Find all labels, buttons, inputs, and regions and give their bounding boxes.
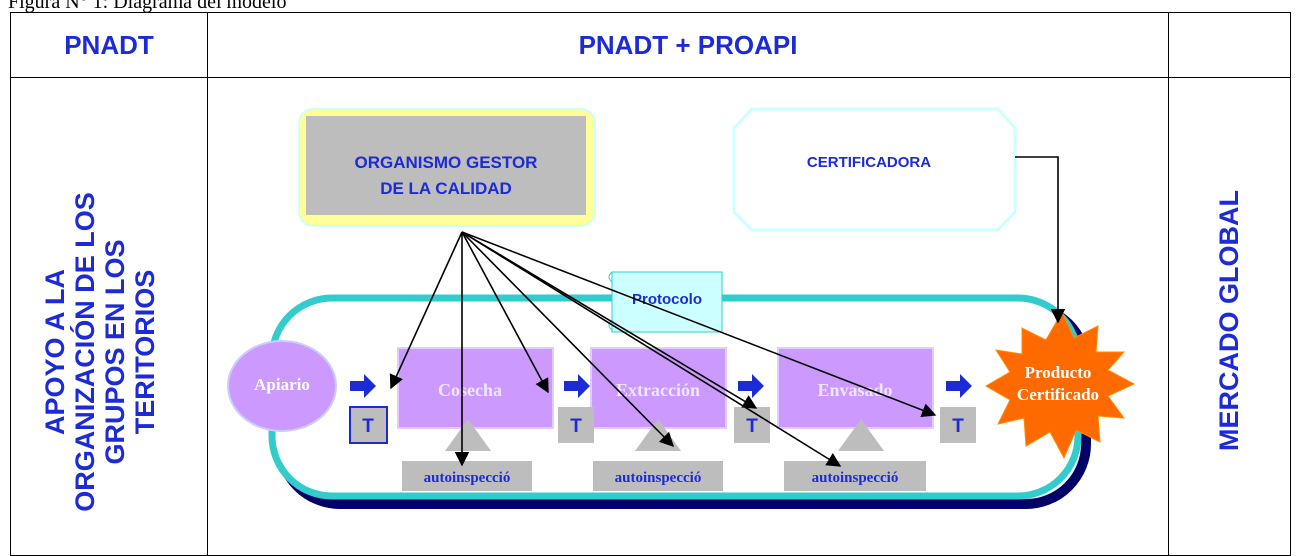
certificadora-label: CERTIFICADORA <box>807 154 931 171</box>
certificadora-connector <box>1015 156 1066 324</box>
t-box-4 <box>940 407 976 443</box>
t-label-3: T <box>746 416 758 437</box>
autoinspeccion-label-3: autoinspecció <box>812 470 899 486</box>
triangle-1 <box>445 419 491 451</box>
cosecha-label: Cosecha <box>438 380 502 400</box>
envasado-box <box>777 347 934 429</box>
certificadora-box <box>732 107 1017 232</box>
extraccion-label: Extracción <box>616 380 700 400</box>
gestor-label-1: ORGANISMO GESTOR <box>355 153 538 172</box>
t-label-4: T <box>952 416 964 437</box>
t-box-3 <box>734 407 770 443</box>
gestor-label-2: DE LA CALIDAD <box>380 179 512 198</box>
flow-arrow-2 <box>564 374 590 398</box>
producto-starburst <box>985 310 1136 460</box>
autoinspeccion-label-1: autoinspecció <box>424 470 511 486</box>
figure-caption: Figura N° 1: Diagrama del modelo <box>8 0 287 13</box>
apiario-node <box>227 340 337 432</box>
t-box-1 <box>349 406 388 444</box>
cosecha-box <box>397 347 554 429</box>
protocolo-scroll <box>611 271 723 333</box>
envasado-label: Envasado <box>817 380 892 400</box>
protocolo-label: Protocolo <box>632 291 702 308</box>
flow-arrow-4 <box>946 374 972 398</box>
gestor-arrows <box>389 231 937 467</box>
t-label-2: T <box>570 416 582 437</box>
apiario-label: Apiario <box>254 375 310 394</box>
producto-label-1: Producto <box>1025 363 1092 382</box>
flow-arrow-3 <box>738 374 764 398</box>
flow-arrow-1 <box>350 374 376 398</box>
t-label-1: T <box>362 416 374 437</box>
gestor-box <box>306 116 586 215</box>
t-box-2 <box>558 407 594 443</box>
autoinspeccion-box-3 <box>784 461 926 491</box>
autoinspeccion-label-2: autoinspecció <box>615 470 702 486</box>
triangle-3 <box>838 419 884 451</box>
autoinspeccion-box-2 <box>593 461 723 491</box>
producto-label-2: Certificado <box>1017 385 1099 404</box>
